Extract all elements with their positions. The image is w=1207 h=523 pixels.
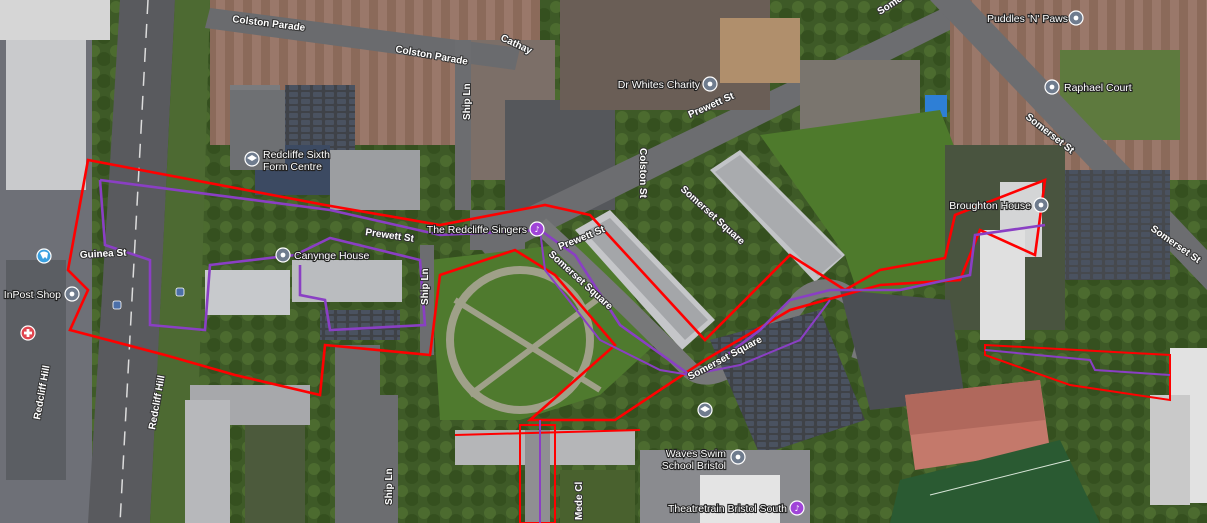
svg-text:♪: ♪ bbox=[794, 504, 799, 513]
pin-icon[interactable] bbox=[64, 286, 80, 302]
street-label: Colston St bbox=[637, 148, 648, 199]
building-block bbox=[6, 260, 66, 480]
tarmac-area bbox=[840, 290, 965, 410]
canynge-house bbox=[205, 270, 290, 315]
music-icon[interactable]: ♪ bbox=[789, 500, 805, 516]
poi-label[interactable]: School Bristol bbox=[661, 459, 727, 473]
poi-label[interactable]: Raphael Court bbox=[1063, 81, 1133, 95]
medical-icon[interactable] bbox=[20, 325, 36, 341]
pin-icon[interactable] bbox=[1044, 79, 1060, 95]
colston-parade-road bbox=[205, 8, 520, 70]
poi-label[interactable]: Dr Whites Charity bbox=[617, 78, 702, 92]
path-circle bbox=[446, 266, 594, 414]
street-label: Guinea St bbox=[80, 248, 128, 261]
poi-label[interactable]: Theatretrain Bristol South bbox=[667, 502, 788, 516]
route-line bbox=[98, 179, 427, 332]
park bbox=[760, 110, 975, 300]
school-icon[interactable] bbox=[244, 151, 260, 167]
poi-label[interactable]: Form Centre bbox=[262, 160, 323, 174]
boundary-extension bbox=[984, 343, 1171, 402]
poi-label[interactable]: Canynge House bbox=[293, 249, 371, 263]
poi-label[interactable]: Broughton House bbox=[948, 199, 1032, 213]
poi-label[interactable]: The Redcliffe Singers bbox=[426, 223, 528, 237]
pin-icon[interactable] bbox=[702, 76, 718, 92]
street-label: Mede Cl bbox=[574, 481, 585, 520]
redcliff-hill-road bbox=[88, 0, 175, 523]
street-label: Ship Ln bbox=[384, 468, 395, 505]
bus-stop-icon[interactable] bbox=[112, 300, 122, 310]
poi-label[interactable]: InPost Shop bbox=[3, 288, 63, 302]
route-line bbox=[99, 178, 1046, 377]
street-label: Ship Ln bbox=[462, 83, 473, 120]
boundary-corridor bbox=[519, 424, 556, 523]
street-label: Ship Ln bbox=[420, 268, 431, 305]
building-roof bbox=[720, 18, 800, 83]
pin-icon[interactable] bbox=[730, 449, 746, 465]
poi-label[interactable]: Waves Swim bbox=[665, 447, 728, 461]
poi-label[interactable]: Redcliffe Sixth bbox=[262, 148, 331, 162]
pin-icon[interactable] bbox=[1068, 10, 1084, 26]
svg-text:♪: ♪ bbox=[534, 225, 539, 234]
poi-label[interactable]: Puddles 'N' Paws bbox=[986, 12, 1069, 26]
bus-stop-icon[interactable] bbox=[175, 287, 185, 297]
building-block bbox=[0, 0, 110, 40]
tooth-icon[interactable] bbox=[36, 248, 52, 264]
pin-icon[interactable] bbox=[275, 247, 291, 263]
music-icon[interactable]: ♪ bbox=[529, 221, 545, 237]
school-icon[interactable] bbox=[697, 402, 713, 418]
boundary-outline bbox=[66, 158, 1047, 422]
building-block bbox=[6, 40, 86, 190]
pin-icon[interactable] bbox=[1033, 197, 1049, 213]
sports-pitch bbox=[890, 440, 1100, 523]
